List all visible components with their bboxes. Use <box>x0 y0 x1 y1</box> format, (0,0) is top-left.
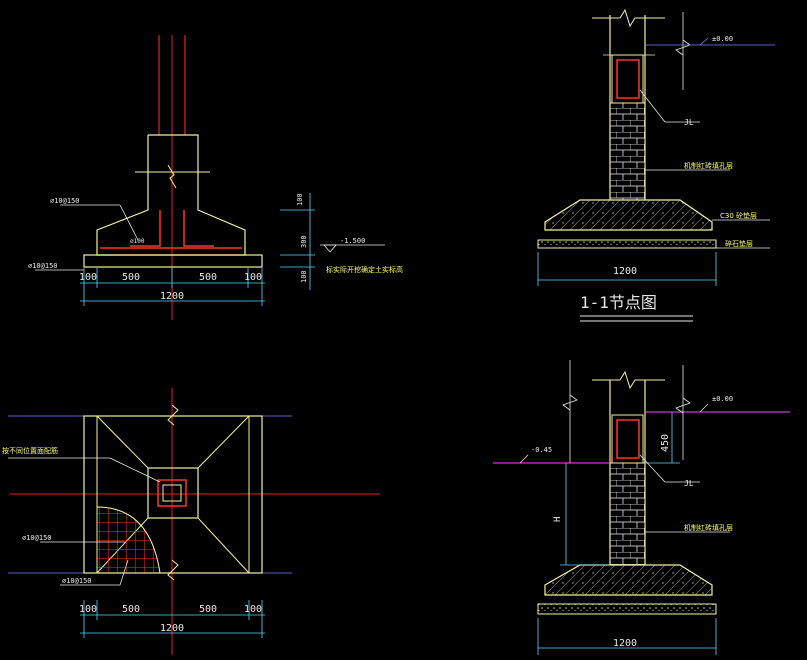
rebar-mesh-quadrant <box>96 506 161 574</box>
slope-line <box>96 415 149 469</box>
level-triangle <box>323 244 337 253</box>
plan-break-bottom <box>167 559 179 581</box>
plan-column-inner <box>162 484 182 502</box>
top-break <box>592 370 665 390</box>
leader-jl <box>639 454 666 483</box>
dim-450-label: 450 <box>660 434 671 452</box>
pedestal-rebar-2 <box>183 210 214 247</box>
slope-line <box>197 415 250 469</box>
leader-note <box>109 457 161 483</box>
section-title: 1-1节点图 <box>580 293 657 312</box>
brick-wall <box>609 102 646 201</box>
section-2: ±0.00 -0.45 H 450 JL 机制红砖填孔层 1200 <box>493 360 790 655</box>
level-note: 标实际开挖确定土实标高 <box>326 265 403 274</box>
concrete-footing <box>544 199 713 231</box>
section-1-1: ±0.00 JL 机制红砖填孔层 C30 砼垫层 碎石垫层 1200 1-1节点… <box>537 8 775 322</box>
top-break <box>592 8 665 28</box>
dim-100-left: 100 <box>79 272 97 283</box>
plan-dim-500-right: 500 <box>199 604 217 615</box>
dim-500-left: 500 <box>122 272 140 283</box>
brick-label: 机制红砖填孔层 <box>684 523 733 532</box>
tie-beam-rebar <box>616 59 640 99</box>
dim-1200: 1200 <box>160 291 184 302</box>
plan-note: 按不同位置面配筋 <box>2 446 58 455</box>
plan-dim-1200: 1200 <box>160 623 184 634</box>
section-dim-1200: 1200 <box>613 638 637 649</box>
dim-100-right: 100 <box>244 272 262 283</box>
cushion-label: C30 砼垫层 <box>720 211 757 220</box>
level-value: -1.500 <box>340 237 365 245</box>
brick-label: 机制红砖填孔层 <box>684 161 733 170</box>
plan-dim-100-right: 100 <box>244 604 262 615</box>
left-break <box>562 394 578 411</box>
leader-rebar-top-2 <box>119 204 139 241</box>
plan-column <box>157 479 187 507</box>
dim-v-100-top: 100 <box>296 193 304 206</box>
level-mark <box>519 454 529 464</box>
gravel-bed <box>537 239 717 249</box>
pedestal-rebar <box>130 210 161 247</box>
dim-h-label: H <box>553 517 563 522</box>
plan-rebar-1: ⌀10@150 <box>22 534 52 542</box>
plan-dim-100-left: 100 <box>79 604 97 615</box>
dim-500-right: 500 <box>199 272 217 283</box>
gravel-bed <box>537 603 717 615</box>
level-top-label: ±0.00 <box>712 35 733 43</box>
concrete-footing <box>544 564 713 596</box>
plan-break-top <box>167 404 179 426</box>
rebar-top-label: ⌀10@150 <box>50 197 80 205</box>
plan-pedestal <box>147 467 199 519</box>
plan-detail: 按不同位置面配筋 ⌀10@150 ⌀10@150 100 500 500 100… <box>2 388 380 655</box>
elevation-detail: ⌀10@150 ⌀10@150 ⌀100 100 500 500 100 120… <box>28 35 403 320</box>
level-mark <box>699 37 709 46</box>
plan-rebar-2: ⌀10@150 <box>62 577 92 585</box>
plan-dim-500-left: 500 <box>122 604 140 615</box>
level-ground-label: -0.45 <box>531 446 552 454</box>
footing-base <box>83 254 263 268</box>
level-mark <box>699 403 709 413</box>
dim-v-300: 300 <box>300 235 308 248</box>
tie-beam-label: JL <box>684 118 694 127</box>
tie-beam-label: JL <box>684 479 694 488</box>
leader-jl <box>639 89 666 123</box>
pedestal-outline <box>96 134 246 256</box>
dim-v-100-bottom: 100 <box>300 270 308 283</box>
tie-beam-rebar <box>616 419 640 459</box>
rebar-pedestal-label: ⌀100 <box>130 238 145 245</box>
slope-line <box>197 517 250 574</box>
level-top-label: ±0.00 <box>712 395 733 403</box>
section-dim-1200: 1200 <box>613 266 637 277</box>
brick-wall <box>609 462 646 566</box>
right-break <box>675 397 691 414</box>
rebar-bottom-label: ⌀10@150 <box>28 262 58 270</box>
gravel-label: 碎石垫层 <box>725 239 753 248</box>
break-mark <box>167 164 177 189</box>
plan-slab-inner <box>96 415 250 574</box>
leader-rebar-2b <box>119 559 129 586</box>
right-break <box>675 39 691 56</box>
